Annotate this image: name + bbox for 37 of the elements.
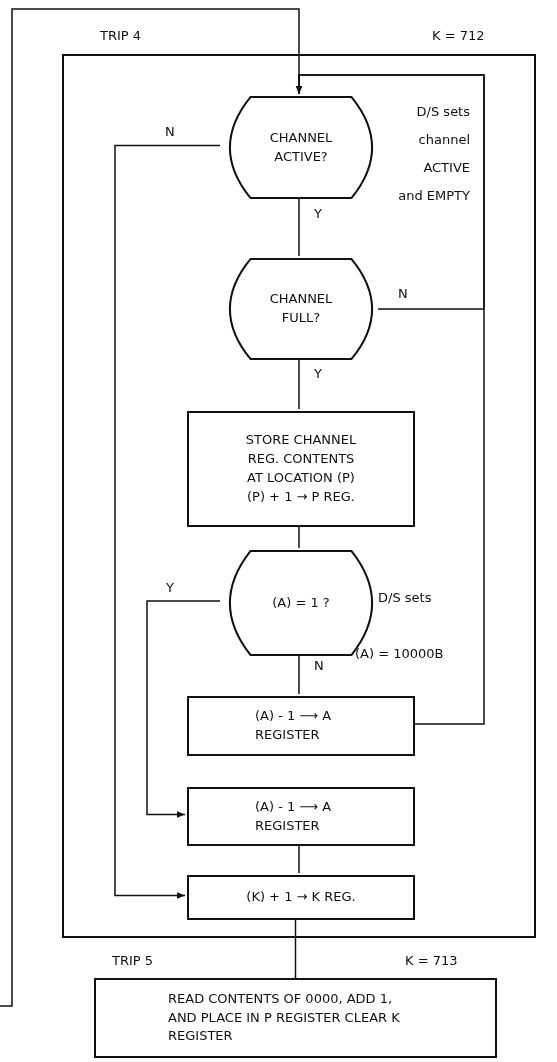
flow-arrow xyxy=(295,74,485,310)
flow-line xyxy=(298,196,300,257)
process-box xyxy=(94,978,497,1058)
edge-label: N xyxy=(312,658,326,673)
edge-label: N xyxy=(163,124,177,139)
flowchart-label: TRIP 5 xyxy=(112,953,154,968)
annotation-note: (A) = 10000B xyxy=(355,646,444,661)
process-text: (A) - 1 ⟶ A REGISTER xyxy=(255,707,333,744)
annotation-note: D/S sets xyxy=(378,590,432,605)
decision-text: (A) = 1 ? xyxy=(271,593,331,612)
flow-arrow xyxy=(114,144,221,899)
flow-line xyxy=(0,8,300,1007)
flow-arrow xyxy=(146,600,221,818)
process-text: STORE CHANNEL REG. CONTENTS AT LOCATION (P) (P) + 1 → P REG. xyxy=(244,431,358,506)
edge-label: Y xyxy=(312,366,324,381)
edge-label: N xyxy=(396,286,410,301)
flow-line xyxy=(298,524,300,549)
flowchart-label: TRIP 4 xyxy=(100,28,142,43)
process-text: READ CONTENTS OF 0000, ADD 1, AND PLACE IN P REGISTER CLEAR K REGISTER xyxy=(168,989,401,1046)
process-box xyxy=(187,875,415,920)
edge-label: Y xyxy=(312,206,324,221)
flow-line xyxy=(298,843,300,874)
decision-text: CHANNEL FULL? xyxy=(268,290,334,327)
annotation-note: D/S sets channel ACTIVE and EMPTY xyxy=(398,103,470,205)
edge-label: Y xyxy=(164,580,176,595)
loop-boundary-box xyxy=(62,54,536,938)
flow-line xyxy=(294,917,297,979)
flow-line xyxy=(298,653,300,695)
process-text: (K) + 1 → K REG. xyxy=(245,888,357,907)
flowchart-label: K = 712 xyxy=(432,28,485,43)
process-box xyxy=(187,787,415,846)
process-box xyxy=(187,411,415,527)
process-box xyxy=(187,696,415,756)
flow-line xyxy=(298,357,300,410)
decision-text: CHANNEL ACTIVE? xyxy=(268,128,334,166)
flowchart-label: K = 713 xyxy=(405,953,458,968)
process-text: (A) - 1 ⟶ A REGISTER xyxy=(255,797,333,835)
